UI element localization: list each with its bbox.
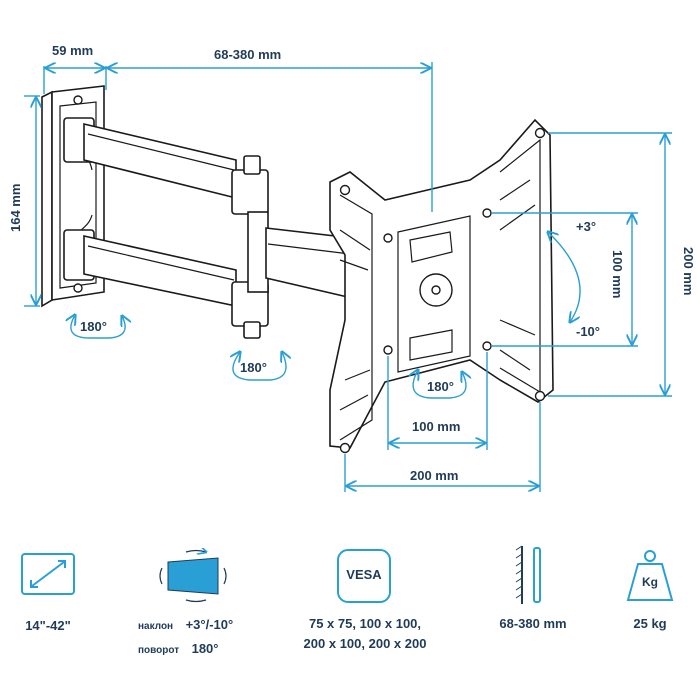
tilt-row: наклон +3°/-10°	[138, 616, 268, 634]
swivel-arm-indicator: 180°	[233, 352, 286, 381]
tv-plate	[329, 118, 554, 454]
wall-distance-icon	[512, 544, 552, 606]
wall-depth-label: 59 mm	[52, 43, 93, 58]
arm-upper	[63, 117, 269, 215]
dim-wall-depth: 59 mm	[43, 43, 107, 94]
wall-mount-diagram: 59 mm 68-380 mm 164 mm 200 mm 100 mm 100…	[8, 43, 696, 492]
plate-inner-width-label: 100 mm	[412, 419, 460, 434]
distance-label: 68-380 mm	[499, 616, 567, 631]
swivel-wall-label: 180°	[80, 319, 107, 334]
swivel-wall-indicator: 180°	[71, 315, 125, 339]
screen-size-icon	[20, 552, 76, 596]
dim-plate-inner-width: 100 mm	[387, 352, 488, 450]
extension-label: 68-380 mm	[214, 47, 281, 62]
wall-height-label: 164 mm	[8, 184, 23, 232]
dim-extension: 68-380 mm	[108, 47, 433, 212]
rotate-value: 180°	[191, 641, 219, 656]
arm-joint	[247, 211, 353, 300]
rotation-plate-label: 180°	[427, 379, 454, 394]
tilt-indicator: +3° -10°	[548, 219, 600, 339]
load-label: 25 kg	[633, 616, 667, 631]
rotate-label: поворот	[138, 645, 180, 656]
vesa-badge: VESA	[346, 567, 382, 582]
swivel-arm-label: 180°	[240, 360, 267, 375]
weight-icon: Kg	[624, 548, 676, 604]
vesa-line1: 75 x 75, 100 x 100,	[308, 616, 422, 631]
dim-wall-height: 164 mm	[8, 95, 40, 307]
tilt-down-label: -10°	[576, 324, 600, 339]
rotation-plate-indicator: 180°	[413, 370, 466, 399]
dim-plate-inner-height: 100 mm	[492, 212, 638, 347]
dim-plate-width: 200 mm	[344, 402, 541, 492]
screen-size-label: 14"-42"	[25, 618, 71, 633]
rotate-row: поворот 180°	[138, 640, 268, 658]
tilt-value: +3°/-10°	[185, 617, 234, 632]
tilt-label: наклон	[138, 621, 174, 632]
plate-inner-height-label: 100 mm	[610, 250, 625, 298]
weight-badge: Kg	[642, 575, 658, 589]
vesa-line2: 200 x 100, 200 x 200	[303, 636, 427, 651]
dim-plate-height: 200 mm	[548, 132, 696, 397]
vesa-icon: VESA	[336, 548, 392, 604]
plate-height-label: 200 mm	[681, 247, 696, 295]
tilt-rotate-icon	[156, 548, 236, 604]
plate-width-label: 200 mm	[410, 468, 458, 483]
tilt-up-label: +3°	[576, 219, 596, 234]
arm-lower	[63, 229, 269, 339]
